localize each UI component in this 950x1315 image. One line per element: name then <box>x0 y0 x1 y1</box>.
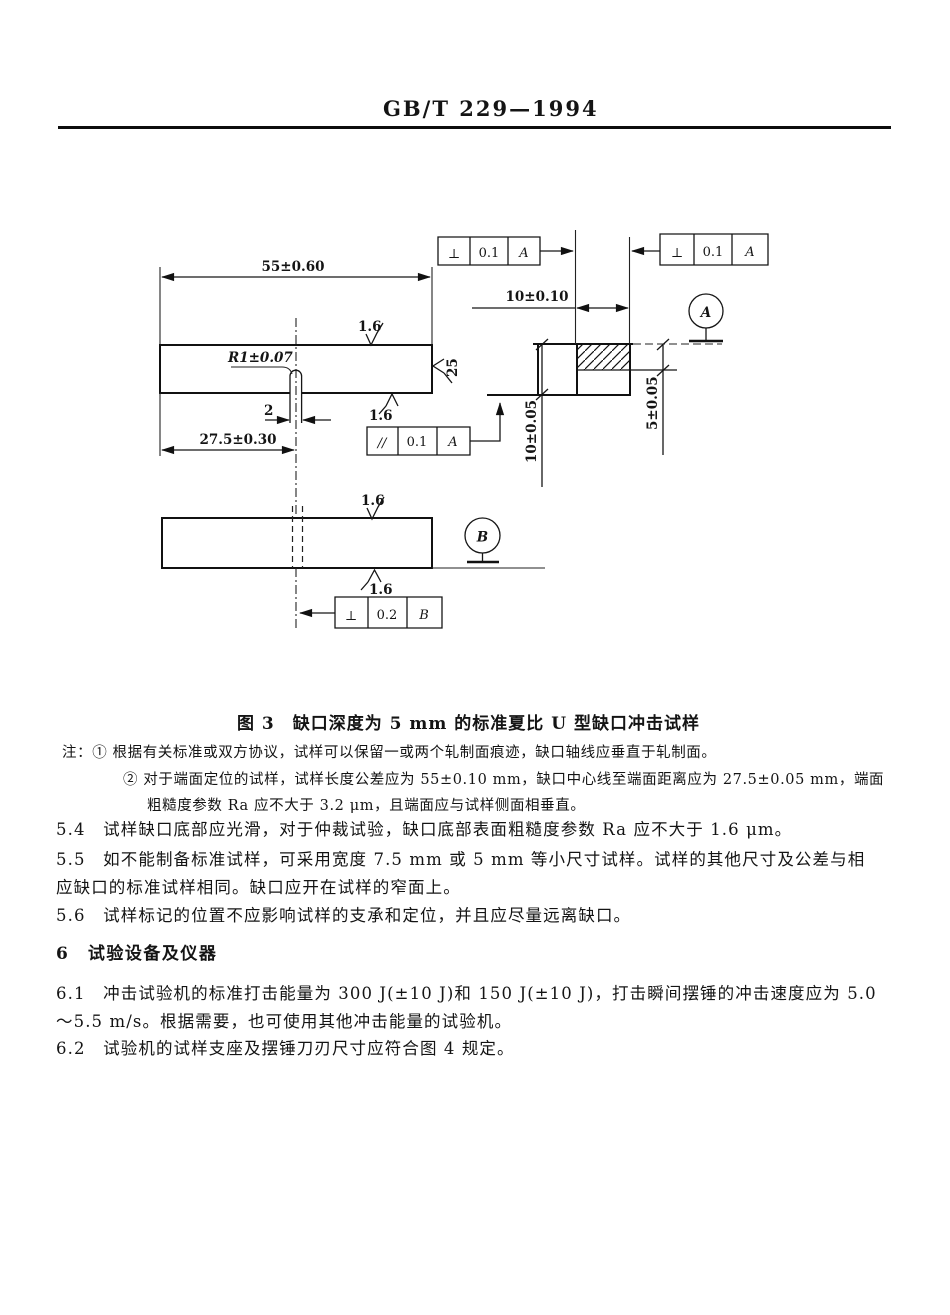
note-line-3: 粗糙度参数 Ra 应不大于 3.2 μm，且端面应与试样侧面相垂直。 <box>147 798 586 814</box>
svg-text:A: A <box>744 245 754 260</box>
perpendicularity-icon: ⊥ <box>448 247 460 262</box>
tolerance-frame-perp-b: ⊥ 0.2 B <box>299 597 442 628</box>
svg-text:B: B <box>418 608 429 623</box>
bottom-view: 1.6 1.6 B ⊥ 0.2 B <box>162 493 545 630</box>
dim-height-label: 10±0.05 <box>524 400 540 463</box>
roughness-symbol-bottom: 1.6 <box>369 394 398 424</box>
figure-caption: 图 3 缺口深度为 5 mm 的标准夏比 U 型缺口冲击试样 <box>237 714 700 734</box>
clause-5-5-line1: 5.5 如不能制备标准试样，可采用宽度 7.5 mm 或 5 mm 等小尺寸试样… <box>56 850 866 869</box>
svg-text:0.1: 0.1 <box>479 246 500 261</box>
roughness-symbol-bottom2: 1.6 <box>361 570 393 598</box>
clause-6-1-line2: ～5.5 m/s。根据需要，也可使用其他冲击能量的试验机。 <box>56 1012 513 1031</box>
roughness-symbol-top2: 1.6 <box>361 493 385 519</box>
svg-text:A: A <box>699 305 711 321</box>
svg-text:0.1: 0.1 <box>407 435 428 450</box>
clause-5-4: 5.4 试样缺口底部应光滑，对于仲裁试验，缺口底部表面粗糙度参数 Ra 应不大于… <box>56 820 793 839</box>
svg-text:25: 25 <box>445 358 461 377</box>
svg-text:B: B <box>476 530 488 546</box>
note-line-1: 注：① 根据有关标准或双方协议，试样可以保留一或两个轧制面痕迹，缺口轴线应垂直于… <box>62 745 717 761</box>
roughness-symbol-top: 1.6 <box>358 319 383 345</box>
roughness-symbol-end: 25 <box>433 358 461 383</box>
datum-b-symbol: B <box>465 518 500 562</box>
section-view: 10±0.10 10±0.05 5±0.05 A <box>472 230 723 487</box>
dim-notch-center-label: 27.5±0.30 <box>199 432 276 448</box>
dim-notch-width-label: 2 <box>264 403 273 419</box>
clause-5-5-line2: 应缺口的标准试样相同。缺口应开在试样的窄面上。 <box>56 878 461 897</box>
tolerance-frame-perp-a1: ⊥ 0.1 A <box>438 237 574 265</box>
dim-radius-label: R1±0.07 <box>227 350 293 366</box>
dim-width-label: 10±0.10 <box>506 289 569 305</box>
clause-6-1-line1: 6.1 冲击试验机的标准打击能量为 300 J(±10 J)和 150 J(±1… <box>56 984 877 1003</box>
svg-text:A: A <box>447 435 457 450</box>
svg-text:0.2: 0.2 <box>377 608 398 623</box>
svg-text:A: A <box>518 246 528 261</box>
clause-6-2: 6.2 试验机的试样支座及摆锤刀刃尺寸应符合图 4 规定。 <box>56 1039 515 1058</box>
dim-ligament-label: 5±0.05 <box>645 376 661 430</box>
datum-a-symbol: A <box>689 294 723 341</box>
svg-text:1.6: 1.6 <box>369 408 393 424</box>
tolerance-frame-perp-a2: ⊥ 0.1 A <box>631 234 768 265</box>
parallelism-icon: // <box>376 436 388 451</box>
svg-text:1.6: 1.6 <box>369 582 393 598</box>
perpendicularity-icon: ⊥ <box>671 246 683 261</box>
perpendicularity-icon: ⊥ <box>345 609 357 624</box>
note-line-2: ② 对于端面定位的试样，试样长度公差应为 55±0.10 mm，缺口中心线至端面… <box>123 772 885 788</box>
dim-length-label: 55±0.60 <box>262 259 325 275</box>
svg-text:0.1: 0.1 <box>703 245 724 260</box>
clause-5-6: 5.6 试样标记的位置不应影响试样的支承和定位，并且应尽量远离缺口。 <box>56 906 632 925</box>
standard-number-header: GB/T 229—1994 <box>383 96 599 121</box>
header-rule <box>58 126 891 129</box>
side-view: 55±0.60 R1±0.07 1.6 1.6 <box>160 259 461 518</box>
section-6-heading: 6 试验设备及仪器 <box>56 944 218 964</box>
tolerance-frame-parallel-a: // 0.1 A <box>367 402 505 455</box>
svg-text:1.6: 1.6 <box>358 319 382 335</box>
section-hatch <box>577 344 630 370</box>
figure-drawing: 55±0.60 R1±0.07 1.6 1.6 <box>0 0 950 700</box>
